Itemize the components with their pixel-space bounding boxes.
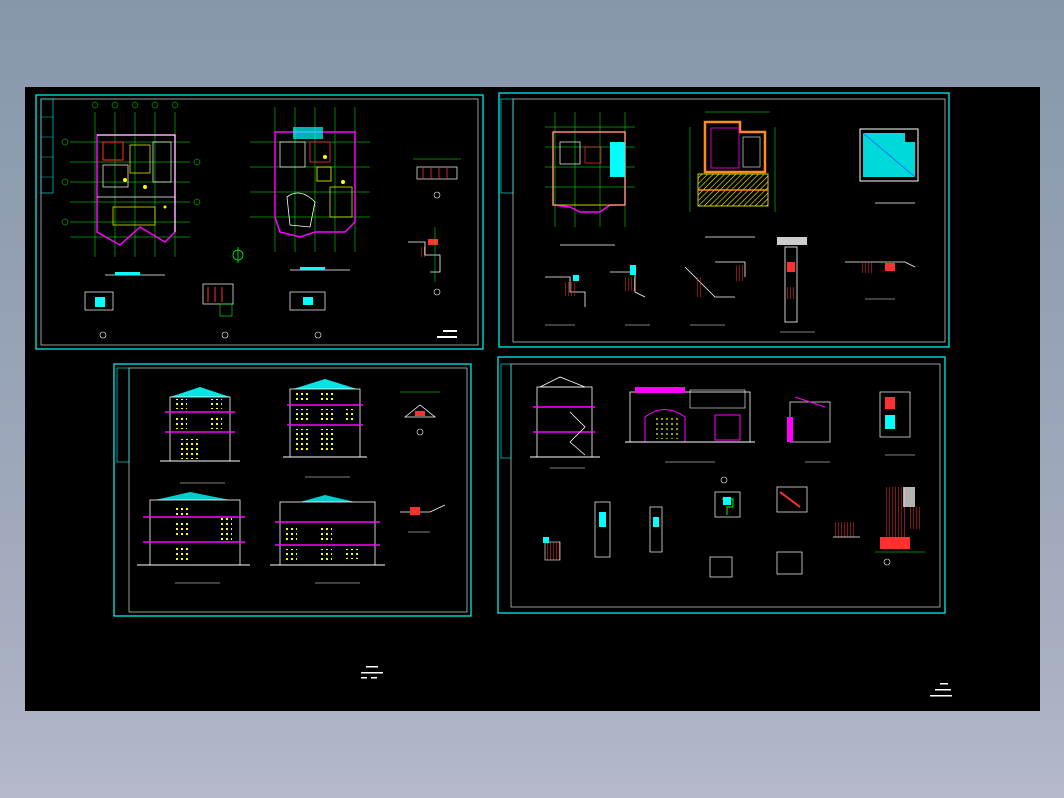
cad-drawing <box>35 92 952 697</box>
upper-floor-plan <box>250 107 370 271</box>
column-details <box>543 476 860 578</box>
sheet-sections <box>497 356 946 614</box>
entrance-elevation <box>625 387 755 463</box>
title-strip <box>40 98 54 194</box>
detail-section-b <box>408 227 441 296</box>
model-annotations <box>361 666 952 697</box>
sheet-border <box>497 356 946 614</box>
foundation-detail <box>875 487 925 566</box>
roof-detail <box>400 391 440 436</box>
sheet-border <box>113 363 472 617</box>
title-strip <box>116 367 130 463</box>
sheet-elevations <box>113 363 472 617</box>
title-strip <box>500 363 512 459</box>
side-elevation-a <box>283 379 367 478</box>
building-section <box>530 376 600 469</box>
rear-elevation <box>137 492 250 584</box>
third-floor-plan <box>545 112 635 246</box>
side-elevation-b <box>270 495 385 584</box>
sheet-inner-border <box>128 367 468 613</box>
sheet-inner-border <box>510 363 941 608</box>
sheet-inner-border <box>40 98 479 346</box>
sheet-floor-plans <box>35 94 484 350</box>
sheet-inner-border <box>512 98 946 343</box>
eave-detail <box>400 504 446 533</box>
canopy-details <box>787 391 915 463</box>
top-roof-plan <box>859 128 919 204</box>
sheet-roof-plans <box>498 92 950 348</box>
sheet-border <box>35 94 484 350</box>
roof-plan <box>689 111 776 238</box>
ground-floor-plan <box>61 101 201 276</box>
cad-model-viewport[interactable] <box>25 87 1040 711</box>
sheet-border <box>498 92 950 348</box>
wall-details <box>545 237 916 333</box>
detail-section-a <box>413 158 461 199</box>
front-elevation <box>160 387 240 484</box>
detail-section-c <box>84 283 326 339</box>
title-strip <box>500 98 514 194</box>
